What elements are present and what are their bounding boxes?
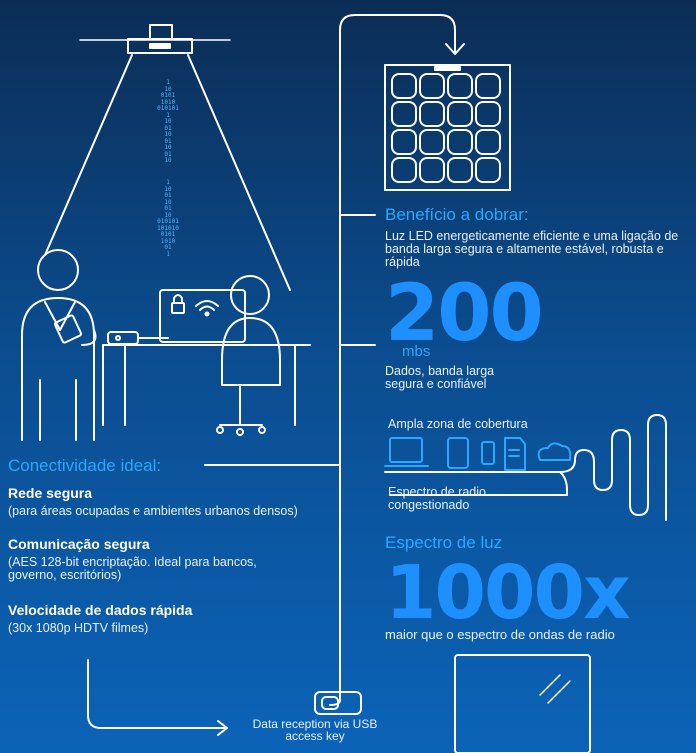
reception-arrow <box>87 659 228 736</box>
devices-icon <box>384 437 572 471</box>
radio-congestion-note: Espectro de radio congestionado <box>388 485 486 512</box>
secure-network-heading: Rede segura <box>8 485 93 501</box>
benefit-title: Benefício a dobrar: <box>385 205 529 224</box>
secure-communication-detail: (AES 128-bit encriptação. Ideal para ban… <box>8 555 257 582</box>
secure-network-detail: (para áreas ocupadas e ambientes urbanos… <box>8 504 298 518</box>
fast-data-detail: (30x 1080p HDTV filmes) <box>8 621 149 635</box>
spectrum-multiplier: 1000x <box>385 550 631 636</box>
speed-value: 200 <box>385 269 544 359</box>
binary-downstream: 1 10 01 10 01 10 010101 101010 0101 1010… <box>157 179 179 258</box>
ceiling-light-icon <box>44 24 291 291</box>
flow-connector <box>204 14 465 706</box>
speed-unit: mbs <box>402 343 431 360</box>
led-panel-icon <box>384 64 511 191</box>
coverage-title: Ampla zona de cobertura <box>388 417 528 431</box>
usb-key-icon <box>314 691 362 715</box>
benefit-description: Luz LED energeticamente eficiente e uma … <box>385 229 679 269</box>
usb-reception-caption: Data reception via USB access key <box>252 717 378 743</box>
tablet-icon <box>454 654 591 753</box>
desk-scene-icon <box>102 275 311 436</box>
speed-caption: Dados, banda larga segura e confiável <box>385 364 495 391</box>
fast-data-heading: Velocidade de dados rápida <box>8 602 193 618</box>
secure-communication-heading: Comunicação segura <box>8 536 150 552</box>
spectrum-title: Espectro de luz <box>385 533 503 552</box>
radio-wave-icon <box>384 414 667 521</box>
binary-upstream: 1 10 0101 1010 010101 1 10 01 10 01 10 0… <box>157 79 179 164</box>
connectivity-title: Conectividade ideal: <box>8 456 162 475</box>
spectrum-caption: maior que o espectro de ondas de radio <box>385 627 615 642</box>
standing-person-icon <box>21 249 97 441</box>
